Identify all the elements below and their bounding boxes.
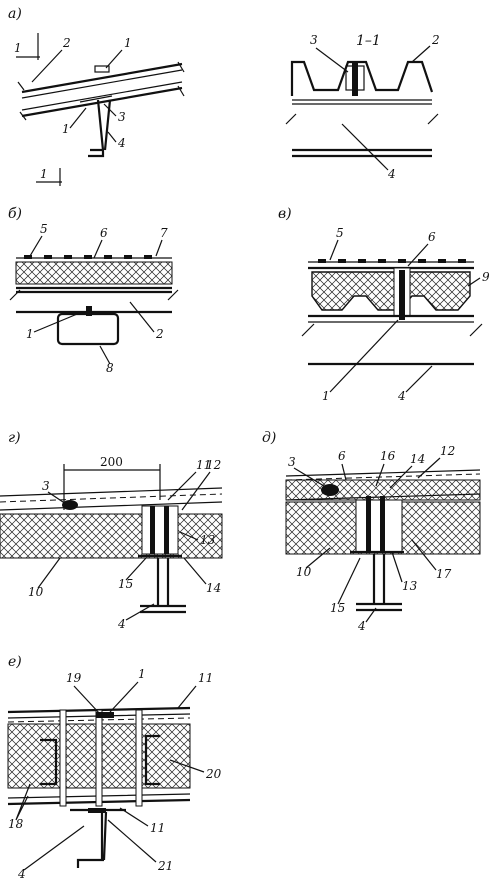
label: 14: [410, 452, 425, 466]
label: 17: [436, 567, 452, 581]
panel-g: г) 200 3 11 12 10 15 4 14 13: [0, 430, 223, 631]
channel-right: [144, 734, 160, 786]
label: 3: [42, 479, 50, 493]
label: 1: [322, 389, 330, 403]
label: 10: [28, 585, 44, 599]
label: 4: [117, 617, 126, 631]
label: 16: [380, 449, 396, 463]
label: 1: [124, 36, 132, 50]
label: 4: [397, 389, 406, 403]
fastener-1: [96, 712, 114, 718]
section-mark-top-label: 1: [14, 41, 22, 55]
label: 20: [205, 767, 222, 781]
panel-d: д) 3 6 16 14 12 10 15 4 13 17: [262, 430, 481, 633]
purlin: [88, 99, 112, 158]
label: 12: [206, 458, 221, 472]
sloped-panel: [21, 62, 183, 118]
label: 6: [338, 449, 346, 463]
label: 3: [118, 110, 126, 124]
panel-section-1-1: 1–1 3 2 4: [285, 33, 440, 181]
label: 13: [200, 533, 216, 547]
label: 14: [206, 581, 221, 595]
label: 1: [26, 327, 34, 341]
label: 10: [296, 565, 312, 579]
label: 11: [196, 458, 211, 472]
label: 9: [482, 270, 490, 284]
label: 15: [118, 577, 133, 591]
insulated-deck: [311, 271, 471, 311]
label: 1: [138, 667, 146, 681]
beam-flange: [292, 148, 432, 158]
label: 6: [100, 226, 108, 240]
panel-b: б) 5 6 7 1 8 2: [8, 206, 179, 375]
section-mark-bottom-label: 1: [40, 167, 48, 181]
label: 6: [428, 230, 436, 244]
weld-3: [62, 500, 78, 510]
panel-v-letter: в): [278, 206, 292, 222]
channel-left: [40, 738, 58, 786]
label: 5: [40, 222, 48, 236]
panel-a-letter: а): [8, 6, 22, 22]
sandwich-panel: [0, 513, 223, 559]
label: 21: [157, 859, 173, 873]
label: 11: [150, 821, 165, 835]
panel-v: в) 5 6 9 1 4: [278, 206, 490, 403]
dimension-value: 200: [100, 455, 123, 469]
label: 2: [62, 36, 71, 50]
label: 19: [66, 671, 82, 685]
dimension-line: [63, 464, 161, 510]
panel-b-letter: б): [8, 206, 22, 222]
label: 4: [357, 619, 366, 633]
label: 11: [198, 671, 213, 685]
section-mark-top: [16, 33, 40, 60]
label: 7: [160, 226, 168, 240]
label: 5: [336, 226, 344, 240]
panel-e: е) 19 1 11 20 18 4 11 21: [7, 654, 222, 881]
label: 13: [402, 579, 418, 593]
label: 2: [155, 327, 164, 341]
connector-1: [94, 65, 110, 73]
panel-e-letter: е): [8, 654, 22, 670]
beam-v: [308, 314, 474, 366]
label: 15: [330, 601, 345, 615]
label: 8: [106, 361, 114, 375]
i-beam: [140, 558, 186, 614]
panel-a: а) 1 2 1 1 3 4 1: [8, 6, 185, 186]
panel-d-letter: д): [262, 430, 276, 446]
weld: [321, 484, 339, 496]
roof-covering-studs: [24, 255, 152, 259]
corrugated-deck: [290, 60, 434, 96]
insulation: [15, 261, 173, 285]
label: 1: [62, 122, 70, 136]
i-beam-d: [356, 554, 402, 612]
section-title: 1–1: [356, 33, 381, 49]
label: 12: [440, 444, 455, 458]
deck: [16, 286, 172, 314]
label: 3: [288, 455, 296, 469]
z-purlin: [76, 811, 108, 868]
label: 3: [310, 33, 318, 47]
label: 4: [117, 136, 126, 150]
label: 18: [8, 817, 24, 831]
label: 4: [387, 167, 396, 181]
section-mark-bottom: [36, 168, 62, 186]
label: 4: [17, 867, 26, 881]
label: 2: [431, 33, 440, 47]
roof-covering-studs-v: [318, 259, 466, 263]
panel-g-letter: г): [8, 430, 21, 446]
